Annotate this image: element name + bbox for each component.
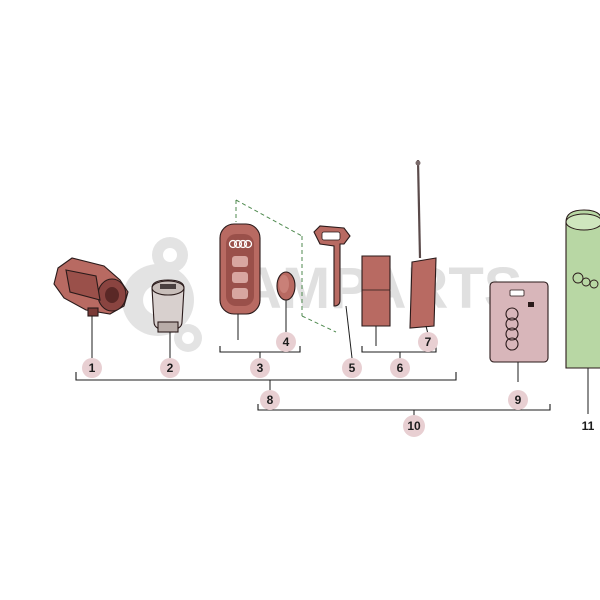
brand-logo-icon [572, 272, 599, 289]
callout-11: 11 [577, 415, 599, 437]
part-4-battery [276, 271, 296, 336]
dashed-assembly-link [235, 199, 337, 333]
bracket-10 [257, 404, 551, 416]
brand-rings-icon [228, 239, 253, 249]
callout-6: 6 [390, 358, 410, 378]
part-7-antenna [409, 159, 437, 335]
callout-9: 9 [508, 390, 528, 410]
callout-5: 5 [342, 358, 362, 378]
callout-6-label: 6 [397, 361, 404, 375]
callout-3-label: 3 [257, 361, 264, 375]
callout-1: 1 [82, 358, 102, 378]
trunk-button [232, 288, 248, 299]
part-9-key-card [489, 281, 549, 382]
callout-8-label: 8 [267, 393, 274, 407]
callout-4: 4 [276, 332, 296, 352]
brand-rings-icon [505, 307, 519, 351]
callout-10-label: 10 [407, 419, 421, 433]
part-2-lock-cylinder [151, 279, 185, 358]
callout-3: 3 [250, 358, 270, 378]
callout-2-label: 2 [167, 361, 174, 375]
callout-8: 8 [260, 390, 280, 410]
callout-7: 7 [418, 332, 438, 352]
part-3-key-fob [219, 223, 261, 340]
part-5-emergency-key [313, 225, 353, 359]
part-11-bottle [565, 209, 600, 414]
callout-7-label: 7 [425, 335, 432, 349]
callout-11-label: 11 [582, 419, 595, 433]
callout-10: 10 [403, 415, 425, 437]
part-6-transponder [361, 255, 391, 346]
lock-button [232, 256, 248, 267]
callout-9-label: 9 [515, 393, 522, 407]
unlock-button [232, 272, 248, 283]
callout-5-label: 5 [349, 361, 356, 375]
part-1-ignition-lock [53, 257, 129, 358]
callout-1-label: 1 [89, 361, 96, 375]
callout-4-label: 4 [283, 335, 290, 349]
callout-2: 2 [160, 358, 180, 378]
